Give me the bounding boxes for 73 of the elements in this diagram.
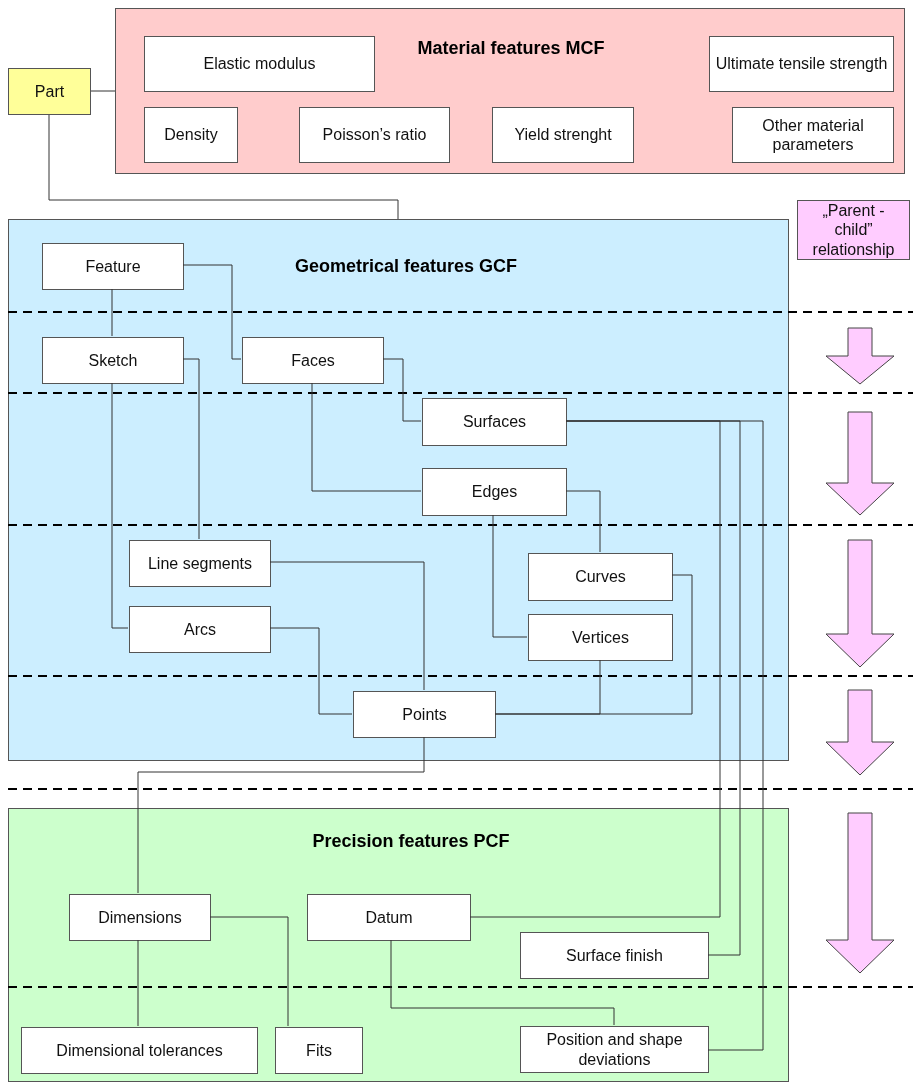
box-label: Line segments <box>147 553 253 574</box>
box-label: Points <box>402 704 447 725</box>
box-label: Poisson’s ratio <box>322 125 427 145</box>
connector-line <box>182 358 200 540</box>
connector-line <box>382 358 422 422</box>
box-label: Fits <box>306 1040 332 1061</box>
box-label: Ultimate tensile strength <box>715 54 888 74</box>
feature-box <box>307 894 471 941</box>
box-label: Density <box>164 125 218 145</box>
box-label: Elastic modulus <box>203 54 316 74</box>
box-label: Edges <box>471 482 518 502</box>
connector-line <box>492 514 528 638</box>
geometrical-features-panel <box>8 219 789 761</box>
box-label: Position and shape deviations <box>545 1030 684 1069</box>
feature-box <box>21 1027 258 1074</box>
panel-title: Material features MCF <box>417 37 605 59</box>
feature-box <box>520 932 709 979</box>
precision-features-panel <box>8 808 789 1082</box>
connector-line <box>137 939 139 1027</box>
connector-line <box>209 916 289 1027</box>
box-label: Dimensional tolerances <box>56 1040 223 1061</box>
connector-line <box>111 288 113 337</box>
connector-line <box>494 659 601 715</box>
part-box <box>8 68 91 115</box>
box-label: Surfaces <box>462 412 527 432</box>
feature-box <box>242 337 384 384</box>
feature-box <box>528 614 673 661</box>
feature-box <box>42 243 184 290</box>
feature-box <box>299 107 450 163</box>
box-label: Arcs <box>184 619 216 640</box>
box-label: Yield strenght <box>514 125 612 145</box>
feature-box <box>129 540 271 587</box>
material-features-panel <box>115 8 905 174</box>
feature-box <box>42 337 184 384</box>
connector-line <box>269 561 425 691</box>
box-label: Datum <box>365 907 413 928</box>
box-label: Feature <box>85 256 141 277</box>
connector-line <box>390 939 615 1026</box>
feature-box <box>732 107 894 163</box>
connector-line <box>137 736 425 894</box>
box-label: Part <box>34 81 65 102</box>
connector-line <box>111 382 129 629</box>
feature-box <box>144 107 238 163</box>
feature-box <box>422 468 567 516</box>
connector-line <box>90 90 116 92</box>
connector-line <box>311 382 422 492</box>
box-label: Vertices <box>572 627 629 648</box>
feature-box <box>422 398 567 446</box>
relationship-note-box <box>797 200 910 260</box>
connector-line <box>469 420 721 918</box>
feature-box <box>69 894 211 941</box>
panel-title: Precision features PCF <box>312 830 510 852</box>
box-label: Sketch <box>88 350 138 371</box>
feature-box <box>129 606 271 653</box>
box-label: Other material parameters <box>761 115 865 155</box>
box-label: Faces <box>291 350 335 371</box>
feature-box <box>528 553 673 601</box>
feature-box <box>492 107 634 163</box>
feature-box <box>520 1026 709 1073</box>
feature-box <box>144 36 375 92</box>
box-label: Surface finish <box>566 945 663 966</box>
box-label: „Parent - child” relationship <box>811 201 896 259</box>
connector-line <box>565 490 601 553</box>
box-label: Curves <box>575 567 626 587</box>
panel-title: Geometrical features GCF <box>294 255 518 277</box>
feature-box <box>353 691 496 738</box>
connector-line <box>182 264 242 360</box>
connector-line <box>48 114 399 220</box>
box-label: Dimensions <box>98 907 182 928</box>
feature-box <box>709 36 894 92</box>
feature-box <box>275 1027 363 1074</box>
connector-line <box>269 627 353 715</box>
connector-line <box>565 420 764 1051</box>
